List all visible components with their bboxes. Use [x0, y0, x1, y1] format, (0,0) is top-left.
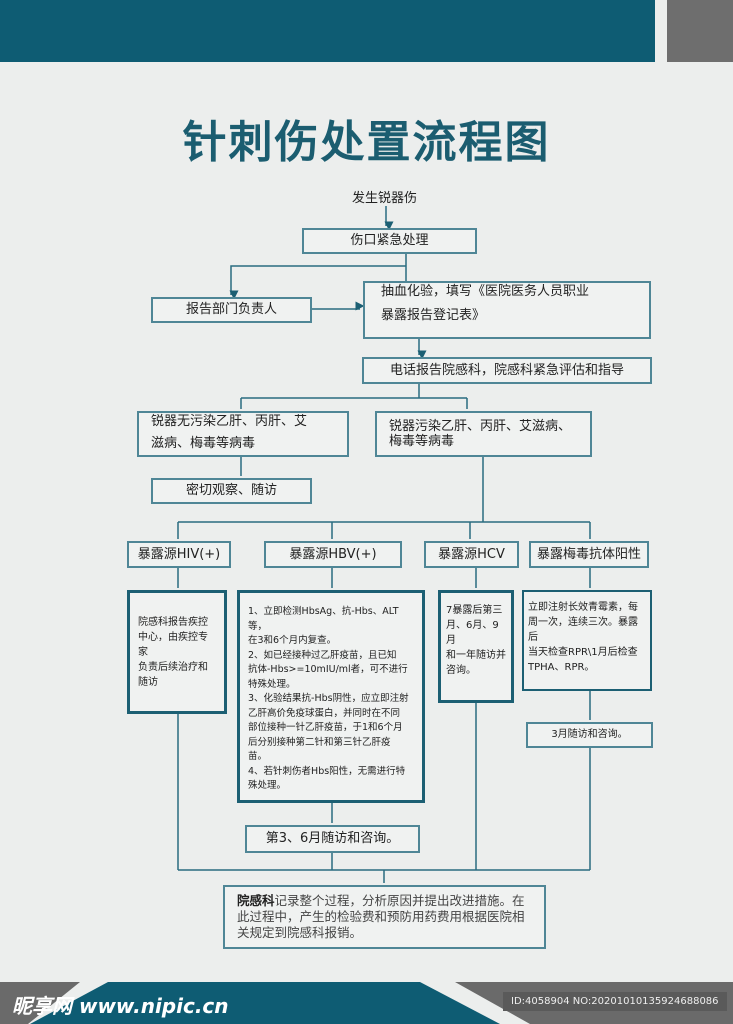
- detail-line: 当天检查RPR\1月后检查: [528, 647, 638, 658]
- detail-line: 特殊处理。: [248, 678, 296, 690]
- final-bold-text: 院感科: [237, 893, 275, 908]
- source-hiv-box: 暴露源HIV(+): [127, 541, 231, 568]
- detail-line: 周一次，连续三次。暴露后: [528, 617, 638, 643]
- detail-line: 抗体-Hbs>=10mIU/ml者，可不进行: [248, 664, 408, 675]
- detail-line: 在3和6个月内复查。: [248, 635, 337, 646]
- contam-line: 梅毒等病毒: [389, 434, 455, 449]
- detail-line: 4、若针刺伤者Hbs阳性，无需进行特: [248, 765, 406, 777]
- blood-test-line: 暴露报告登记表》: [381, 308, 486, 323]
- final-text: 记录整个过程，分析原因并提出改进措施。在此过程中，产生的检验费和预防用药费用根据…: [237, 893, 525, 940]
- detail-line: 月、6月、9月: [446, 620, 499, 646]
- detail-line: 中心，由疾控专家: [138, 632, 208, 658]
- no-contam-line: 锐器无污染乙肝、丙肝、艾: [151, 414, 308, 429]
- syphilis-detail-box: 立即注射长效青霉素，每 周一次，连续三次。暴露后 当天检查RPR\1月后检查 T…: [522, 590, 652, 691]
- start-label: 发生锐器伤: [352, 191, 418, 206]
- detail-line: 立即注射长效青霉素，每: [528, 602, 638, 613]
- detail-line: 后分别接种第二针和第三针乙肝疫: [248, 736, 391, 748]
- watermark-logo: 昵享网 www.nipic.cn: [12, 994, 229, 1018]
- observe-box: 密切观察、随访: [151, 478, 312, 504]
- report-dept-box: 报告部门负责人: [151, 297, 312, 323]
- detail-line: 殊处理。: [248, 780, 287, 791]
- detail-line: 1、立即检测HbsAg、抗-Hbs、ALT等，: [248, 606, 399, 632]
- blood-test-line: 抽血化验，填写《医院医务人员职业: [381, 284, 590, 299]
- wound-treatment-box: 伤口紧急处理: [302, 228, 477, 254]
- detail-line: 3、化验结果抗-Hbs阴性，应立即注射: [248, 693, 409, 704]
- detail-line: 部位接种一针乙肝疫苗，于1和6个月: [248, 722, 403, 733]
- detail-line: 随访: [138, 677, 158, 688]
- detail-line: 负责后续治疗和: [138, 662, 208, 673]
- detail-line: 7暴露后第三: [446, 605, 503, 616]
- phone-report-box: 电话报告院感科，院感科紧急评估和指导: [362, 357, 652, 384]
- source-syphilis-box: 暴露梅毒抗体阳性: [529, 541, 649, 568]
- source-hbv-box: 暴露源HBV(+): [264, 541, 402, 568]
- no-contam-line: 滋病、梅毒等病毒: [151, 436, 256, 451]
- detail-line: 2、如已经接种过乙肝疫苗，且已知: [248, 649, 397, 661]
- header-bar: [0, 0, 655, 62]
- contamination-box: 锐器污染乙肝、丙肝、艾滋病、 梅毒等病毒: [375, 411, 592, 457]
- header-accent: [667, 0, 733, 62]
- detail-line: 院感科报告疾控: [138, 617, 208, 628]
- blood-test-box: 抽血化验，填写《医院医务人员职业 暴露报告登记表》: [363, 281, 651, 339]
- detail-line: 和一年随访并: [446, 650, 506, 661]
- page-title: 针刺伤处置流程图: [182, 117, 551, 168]
- hiv-detail-box: 院感科报告疾控 中心，由疾控专家 负责后续治疗和 随访: [127, 590, 227, 714]
- source-hcv-box: 暴露源HCV: [424, 541, 519, 568]
- detail-line: 乙肝高价免疫球蛋白，并同时在不同: [248, 707, 401, 719]
- image-id: ID:4058904 NO:20201010135924688086: [503, 992, 727, 1011]
- syphilis-followup-box: 3月随访和咨询。: [526, 722, 653, 748]
- final-record-box: 院感科记录整个过程，分析原因并提出改进措施。在此过程中，产生的检验费和预防用药费…: [223, 885, 546, 949]
- no-contamination-box: 锐器无污染乙肝、丙肝、艾 滋病、梅毒等病毒: [137, 411, 349, 457]
- hbv-detail-box: 1、立即检测HbsAg、抗-Hbs、ALT等， 在3和6个月内复查。 2、如已经…: [237, 590, 425, 803]
- contam-line: 锐器污染乙肝、丙肝、艾滋病、: [389, 419, 572, 434]
- detail-line: 苗。: [248, 751, 268, 762]
- hcv-detail-box: 7暴露后第三 月、6月、9月 和一年随访并 咨询。: [438, 590, 514, 703]
- detail-line: TPHA、RPR。: [528, 662, 595, 673]
- hbv-followup-box: 第3、6月随访和咨询。: [245, 825, 420, 853]
- detail-line: 咨询。: [446, 665, 476, 676]
